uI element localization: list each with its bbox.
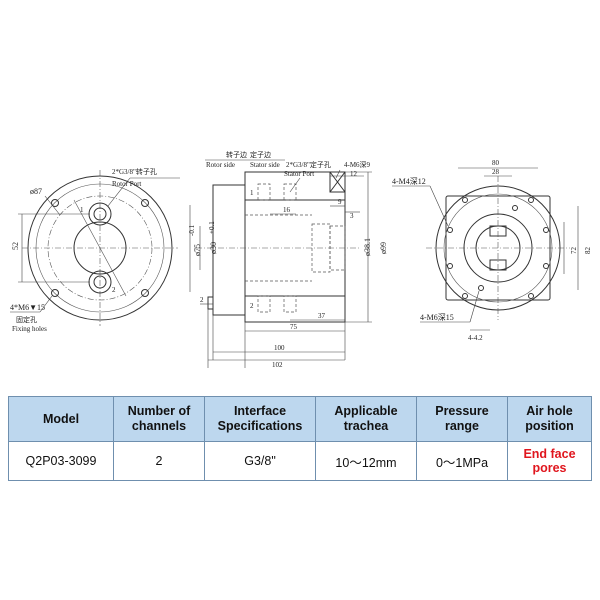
left-num-2: 2	[112, 286, 116, 294]
side-num-2: 2	[250, 302, 254, 310]
right-dim-82: 82	[584, 247, 592, 255]
side-stator-side-cn: 定子边	[250, 150, 271, 159]
right-dim-28: 28	[492, 168, 500, 176]
side-dia-30-tol: +0.1	[208, 221, 216, 234]
side-dim-9: 9	[338, 198, 342, 206]
cell-channels: 2	[113, 441, 205, 481]
left-dia-87: ø87	[30, 187, 42, 196]
side-rotor-side-cn: 转子边	[226, 150, 247, 159]
right-dim-80: 80	[492, 159, 500, 167]
cell-trachea: 10～12mm	[315, 441, 417, 481]
right-m4-label: 4-M4深12	[392, 177, 426, 186]
side-dia-99: ø99	[379, 242, 388, 254]
left-fixing-en: Fixing holes	[12, 325, 47, 333]
right-end-view: 80 28 72 82 4-M4深12 4-M6深15 4-4.2	[392, 159, 592, 342]
right-dim-72: 72	[570, 247, 578, 255]
side-num-1: 1	[250, 189, 254, 197]
cell-model: Q2P03-3099	[8, 441, 114, 481]
right-dim-4-2: 4-4.2	[468, 334, 483, 342]
left-fixing-label: 4*M6▼15	[10, 303, 45, 312]
side-dim-75: 75	[290, 323, 298, 331]
side-view: 1 2 ø75 -0.1 ø30 +0.1 ø38.1 ø99 转子边 定子边 …	[188, 150, 388, 369]
header-model: Model	[8, 396, 114, 442]
side-dim-2: 2	[200, 296, 204, 304]
cell-pressure: 0～1MPa	[416, 441, 508, 481]
side-dia-75-tol: -0.1	[188, 224, 196, 236]
side-dim-3: 3	[350, 212, 354, 220]
cell-air-hole: End face pores	[507, 441, 592, 481]
side-stator-port-cn: 2*G3/8"定子孔	[286, 160, 331, 169]
left-num-1: 1	[80, 206, 84, 214]
side-dia-75: ø75	[193, 244, 202, 256]
right-m6-label: 4-M6深15	[420, 313, 454, 322]
left-rotor-port-en: Rotor Port	[112, 180, 141, 188]
side-rotor-side-en: Rotor side	[206, 161, 235, 169]
cell-interface: G3/8"	[204, 441, 316, 481]
left-dim-52: 52	[11, 242, 20, 250]
left-fixing-cn: 固定孔	[16, 315, 37, 324]
side-dim-16: 16	[283, 206, 291, 214]
left-end-view: 52 ø87 2*G3/8"转子孔 Rotor Port 1 2 4*M6▼15…	[10, 167, 180, 333]
header-air-hole: Air hole position	[507, 396, 592, 442]
side-stator-port-en: Stator Port	[284, 170, 314, 178]
side-m6-label: 4-M6深9	[344, 160, 371, 169]
left-rotor-port-cn: 2*G3/8"转子孔	[112, 167, 157, 176]
side-dia-38-1: ø38.1	[363, 238, 372, 256]
side-dim-37: 37	[318, 312, 326, 320]
side-dim-100: 100	[274, 344, 285, 352]
side-dia-30: ø30	[209, 242, 218, 254]
side-dim-12: 12	[350, 170, 358, 178]
side-stator-side-en: Stator side	[250, 161, 280, 169]
technical-drawing: 52 ø87 2*G3/8"转子孔 Rotor Port 1 2 4*M6▼15…	[10, 150, 592, 369]
table-row: Q2P03-3099 2 G3/8" 10～12mm 0～1MPa End fa…	[8, 441, 592, 481]
side-dim-102: 102	[272, 361, 283, 369]
